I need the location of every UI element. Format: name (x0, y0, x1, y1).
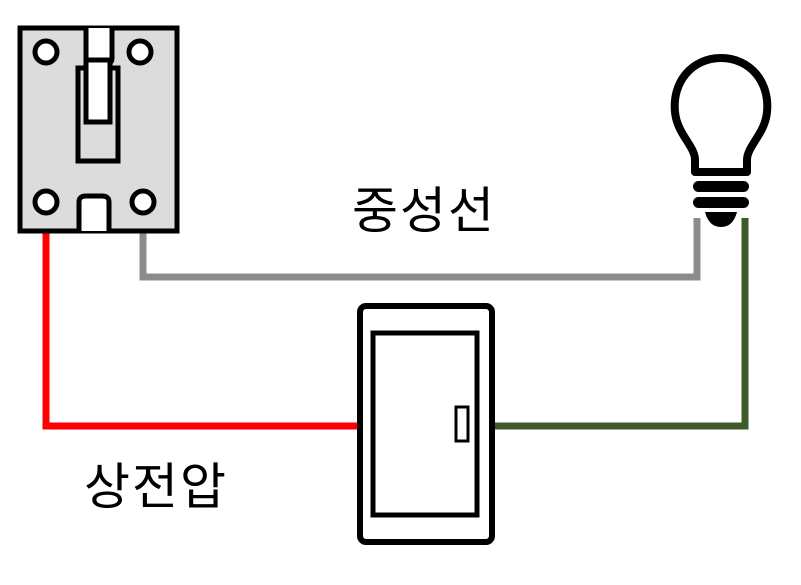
switch-indicator (454, 405, 470, 443)
bulb-base-ring-2 (693, 197, 749, 208)
bulb-base-ring-1 (693, 181, 749, 192)
phase-wire (42, 212, 360, 430)
terminal-bottom-left (32, 188, 60, 216)
wall-switch (357, 303, 495, 545)
neutral-wire-label: 중성선 (352, 182, 496, 240)
bulb-base-tip (705, 212, 737, 227)
switched-wire (493, 218, 749, 430)
bulb-glass (670, 54, 772, 176)
neutral-wire (139, 212, 701, 281)
terminal-top-left (32, 38, 60, 66)
light-bulb-icon (670, 54, 772, 227)
terminal-top-right (126, 38, 154, 66)
terminal-bottom-right (129, 188, 157, 216)
phase-voltage-label: 상전압 (84, 458, 228, 516)
breaker-switch (17, 25, 180, 234)
breaker-lever (83, 57, 113, 125)
